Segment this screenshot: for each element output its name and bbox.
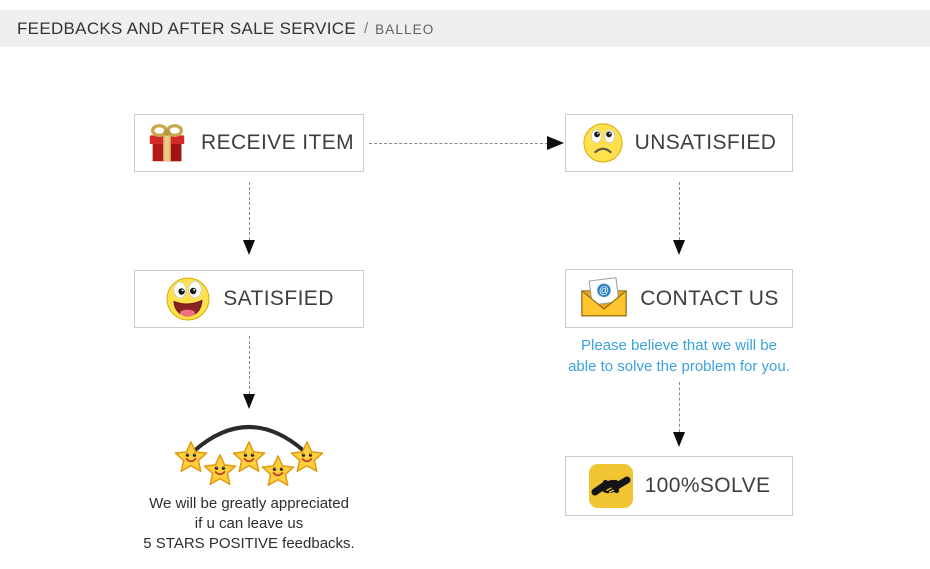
smiley-star-icon (174, 441, 208, 475)
handshake-icon (588, 463, 634, 509)
smiley-star-icon (203, 454, 237, 488)
contact-us-label: CONTACT US (640, 286, 779, 310)
five-stars (174, 441, 324, 503)
stars-note-line3: 5 STARS POSITIVE feedbacks. (143, 535, 355, 552)
stars-note-line1: We will be greatly appreciated (149, 495, 349, 512)
email-icon: @ (579, 277, 629, 320)
satisfied-label: SATISFIED (223, 287, 334, 310)
unsatisfied-box: UNSATISFIED (565, 114, 793, 172)
section-header: FEEDBACKS AND AFTER SALE SERVICE / BALLE… (0, 10, 930, 47)
sad-face-icon (582, 122, 624, 164)
contact-note: Please believe that we will be able to s… (544, 335, 814, 377)
stars-arc (186, 407, 312, 455)
arrow-receive-to-satisfied (249, 182, 250, 240)
arrow-receive-to-unsatisfied (369, 143, 548, 144)
arrowhead-down-icon (673, 432, 685, 447)
smiley-star-icon (261, 455, 295, 489)
solve-label: 100%SOLVE (644, 474, 771, 497)
svg-text:@: @ (599, 285, 610, 297)
happy-face-icon (164, 275, 212, 323)
contact-note-line2: able to solve the problem for you. (568, 358, 790, 375)
gift-icon (144, 120, 190, 166)
arrow-unsatisfied-to-contact (679, 182, 680, 240)
solve-box: 100%SOLVE (565, 456, 793, 516)
arrowhead-down-icon (243, 394, 255, 409)
receive-item-label: RECEIVE ITEM (201, 131, 354, 154)
arrowhead-right-icon (547, 136, 564, 150)
smiley-star-icon (232, 441, 266, 475)
receive-item-box: RECEIVE ITEM (134, 114, 364, 172)
smiley-star-icon (290, 441, 324, 475)
contact-note-line1: Please believe that we will be (581, 337, 777, 354)
satisfied-box: SATISFIED (134, 270, 364, 328)
arrowhead-down-icon (673, 240, 685, 255)
stars-note: We will be greatly appreciated if u can … (104, 494, 394, 554)
arrow-contact-to-solve (679, 382, 680, 432)
stars-note-line2: if u can leave us (194, 515, 304, 532)
title-separator: / (364, 20, 369, 37)
section-title: FEEDBACKS AND AFTER SALE SERVICE (17, 18, 356, 38)
arrow-satisfied-to-stars (249, 336, 250, 394)
contact-us-box: @ CONTACT US (565, 269, 793, 328)
unsatisfied-label: UNSATISFIED (634, 131, 777, 154)
brand-name: BALLEO (375, 22, 435, 37)
arrowhead-down-icon (243, 240, 255, 255)
